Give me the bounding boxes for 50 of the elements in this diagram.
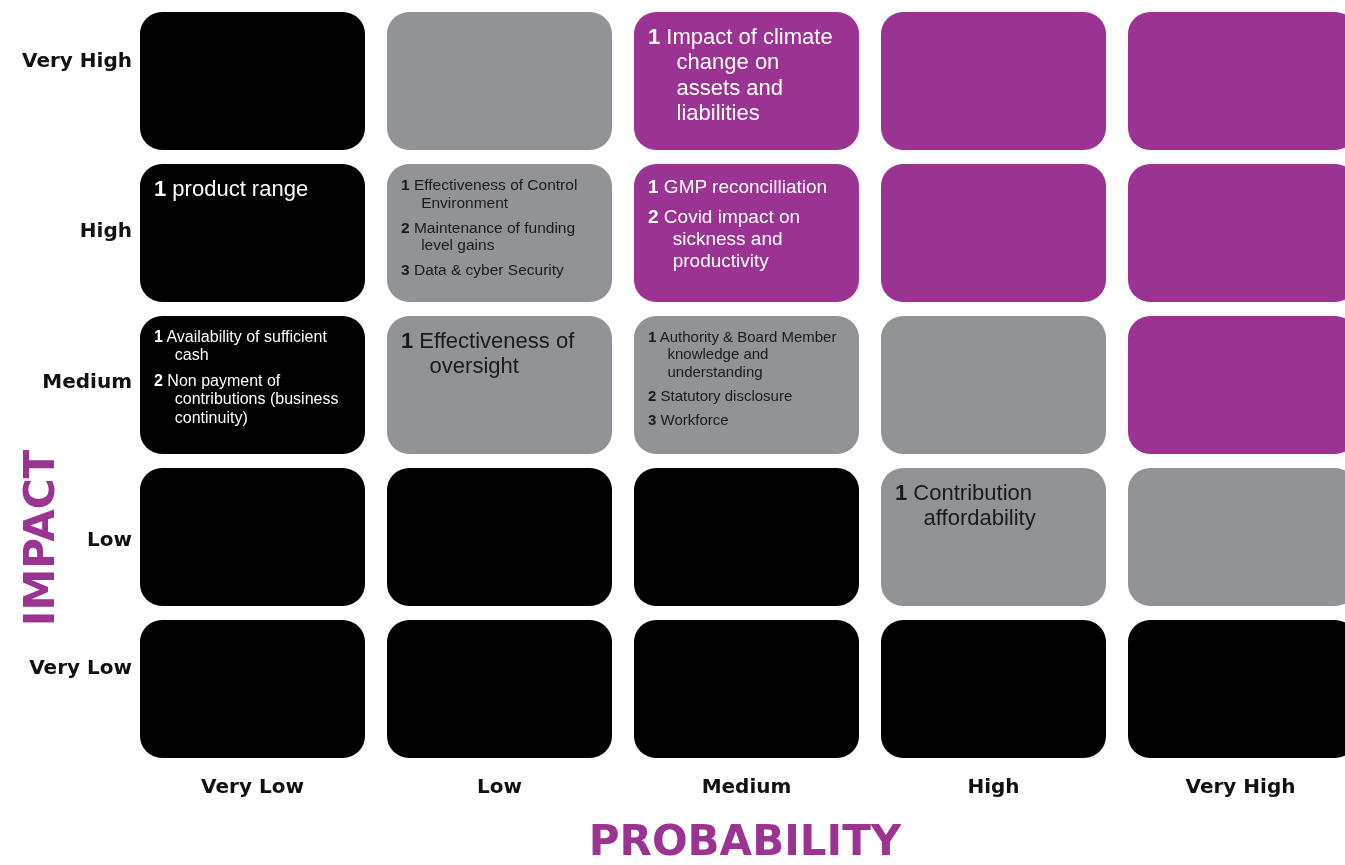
risk-cell: [1128, 620, 1345, 758]
risk-cell: [1128, 468, 1345, 606]
column-label: Medium: [700, 774, 793, 798]
risk-item: 1 Authority & Board Member knowledge and understanding: [648, 328, 838, 380]
risk-item: 3 Workforce: [648, 410, 730, 428]
axis-title: PROBABILITY: [587, 818, 903, 864]
risk-cell: [387, 12, 612, 150]
risk-cell: [387, 164, 612, 302]
column-label: Very High: [1184, 774, 1297, 798]
risk-cell: [634, 620, 859, 758]
row-label: Medium: [41, 368, 132, 395]
risk-item: 2 Maintenance of funding level gains: [401, 218, 577, 255]
risk-cell: [387, 468, 612, 606]
risk-cell: [881, 468, 1106, 606]
risk-cell: [140, 620, 365, 758]
risk-cell: [1128, 316, 1345, 454]
risk-item: 1 Contribution affordability: [895, 480, 1037, 531]
risk-item: 3 Data & cyber Security: [401, 261, 565, 279]
risk-cell: [140, 468, 365, 606]
row-label: Very High: [21, 47, 132, 74]
risk-cell: [387, 316, 612, 454]
risk-item: 1 Availability of sufficient cash: [154, 328, 328, 365]
risk-cell: [881, 316, 1106, 454]
risk-cell: [1128, 12, 1345, 150]
risk-cell: [1128, 164, 1345, 302]
risk-cell: [387, 620, 612, 758]
risk-cell: [140, 164, 365, 302]
column-label: Very Low: [200, 774, 305, 798]
row-label: High: [78, 217, 132, 244]
column-label: High: [966, 774, 1021, 798]
risk-item: 1 product range: [154, 176, 310, 202]
risk-item: 1 GMP reconcilliation: [648, 176, 829, 198]
risk-item: 2 Statutory disclosure: [648, 386, 794, 404]
risk-cell: [881, 12, 1106, 150]
risk-item: 1 Impact of climate change on assets and liabilities: [648, 24, 834, 126]
row-label: Very Low: [28, 654, 132, 681]
risk-cell: [881, 620, 1106, 758]
risk-cell: [881, 164, 1106, 302]
risk-item: 1 Effectiveness of oversight: [401, 328, 576, 379]
risk-cell: [634, 164, 859, 302]
risk-item: 2 Covid impact on sickness and productivity: [648, 206, 802, 272]
risk-cell: [634, 12, 859, 150]
axis-title: IMPACT: [17, 448, 63, 629]
risk-cell: [140, 12, 365, 150]
risk-cell: [634, 468, 859, 606]
risk-item: 1 Effectiveness of Control Environment: [401, 176, 579, 212]
risk-cell: [634, 316, 859, 454]
risk-cell: [140, 316, 365, 454]
risk-item: 2 Non payment of contributions (business continuity): [154, 371, 340, 428]
column-label: Low: [476, 774, 523, 798]
